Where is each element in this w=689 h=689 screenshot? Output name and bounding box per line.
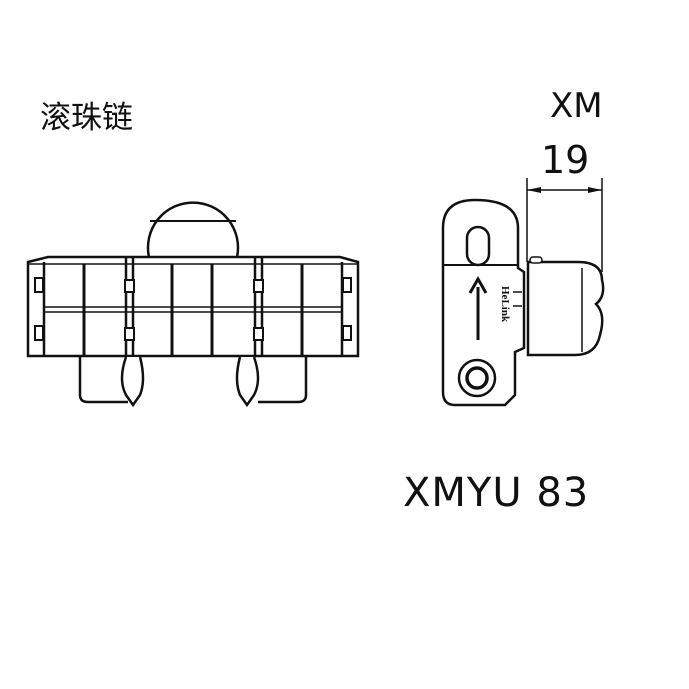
link-marking: HeLink: [499, 286, 511, 323]
ball-dome: [146, 201, 240, 258]
model-label: XMYU 83: [403, 470, 590, 516]
dimension-value: 19: [541, 138, 590, 182]
front-view: [26, 201, 360, 408]
arrow-icon: [468, 275, 488, 340]
side-view: [441, 178, 605, 407]
foot-left: [78, 357, 128, 404]
slot: [465, 225, 491, 267]
link-plate: [441, 198, 526, 407]
pin-outer: [457, 358, 497, 398]
pin-inner: [465, 366, 489, 390]
foot-right: [258, 357, 308, 404]
series-label: XM: [550, 86, 603, 126]
chain-type-label: 滚珠链: [40, 100, 133, 136]
roller-block: [526, 260, 605, 357]
